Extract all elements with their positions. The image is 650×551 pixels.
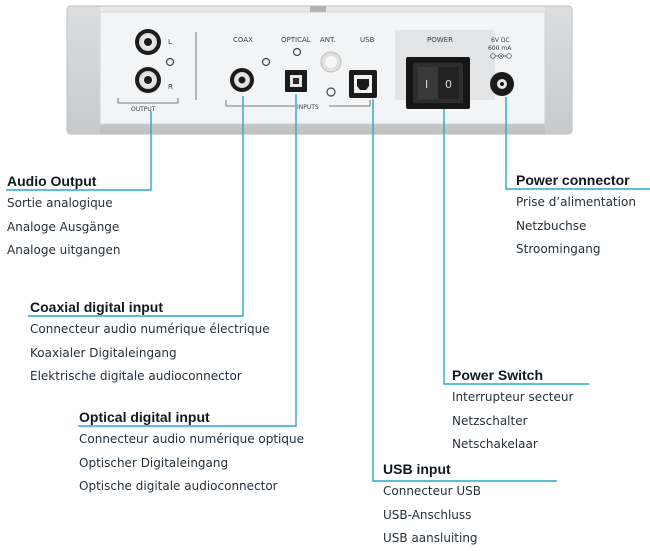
callout-line-nl: Stroomingang xyxy=(516,242,601,256)
callout-title: Coaxial digital input xyxy=(30,299,164,315)
callout-line-nl: Elektrische digitale audioconnector xyxy=(30,369,242,383)
label-dc-current: 600 mA xyxy=(488,45,512,52)
callout-line-de: Koaxialer Digitaleingang xyxy=(30,345,177,360)
callout-power-connector: Power connector Prise d’alimentation Net… xyxy=(516,171,636,262)
callout-line-nl: USB aansluiting xyxy=(383,531,478,545)
callout-line-de: Netzbuchse xyxy=(516,218,587,233)
callout-title: Power Switch xyxy=(452,367,544,383)
rca-right-jack xyxy=(135,67,161,93)
label-output: OUTPUT xyxy=(131,106,156,113)
antenna-connector xyxy=(320,51,342,73)
label-l: L xyxy=(168,38,172,46)
leader-audio-output xyxy=(6,111,152,191)
leader-optical xyxy=(78,94,297,427)
power-switch: I 0 xyxy=(406,57,470,109)
callout-usb: USB input Connecteur USB USB-Anschluss U… xyxy=(383,460,481,551)
switch-off-mark: 0 xyxy=(445,78,452,91)
callout-line-fr: Connecteur USB xyxy=(383,484,481,498)
optical-jack xyxy=(285,70,307,92)
callout-title: USB input xyxy=(383,461,451,477)
leader-coaxial xyxy=(28,96,244,317)
dc-polarity-symbol xyxy=(490,53,512,59)
leader-power-connector xyxy=(505,97,650,190)
callout-line-de: Analoge Ausgänge xyxy=(7,219,120,234)
callout-line-de: Optischer Digitaleingang xyxy=(79,455,229,470)
leader-usb xyxy=(372,99,557,482)
callout-title: Power connector xyxy=(516,172,630,188)
callout-line-de: USB-Anschluss xyxy=(383,507,472,522)
callout-audio-output: Audio Output Sortie analogique Analoge A… xyxy=(7,172,120,263)
label-power: POWER xyxy=(427,36,453,44)
callout-line-fr: Connecteur audio numérique électrique xyxy=(30,322,270,336)
label-ant: ANT. xyxy=(320,36,336,44)
label-dc-voltage: 6V DC xyxy=(491,37,510,44)
callout-optical: Optical digital input Connecteur audio n… xyxy=(79,408,304,499)
led-indicator xyxy=(165,57,175,67)
label-usb: USB xyxy=(360,36,375,44)
callout-line-fr: Connecteur audio numérique optique xyxy=(79,432,304,446)
label-optical: OPTICAL xyxy=(281,36,311,44)
callout-line-fr: Prise d’alimentation xyxy=(516,195,636,209)
label-coax: COAX xyxy=(233,36,253,44)
usb-port xyxy=(349,70,377,98)
callout-coaxial: Coaxial digital input Connecteur audio n… xyxy=(30,298,270,389)
rca-left-jack xyxy=(135,29,161,55)
callout-line-fr: Interrupteur secteur xyxy=(452,390,574,404)
label-inputs: INPUTS xyxy=(297,104,319,111)
label-r: R xyxy=(168,83,173,91)
callout-title: Optical digital input xyxy=(79,409,210,425)
callout-power-switch: Power Switch Interrupteur secteur Netzsc… xyxy=(452,366,573,457)
callout-line-nl: Analoge uitgangen xyxy=(7,243,121,257)
dc-power-jack xyxy=(490,72,514,96)
leader-power-switch xyxy=(443,109,589,385)
coax-jack xyxy=(230,68,254,92)
callout-line-nl: Netschakelaar xyxy=(452,437,538,451)
callout-line-de: Netzschalter xyxy=(452,413,528,428)
callout-line-nl: Optische digitale audioconnector xyxy=(79,479,278,493)
switch-on-mark: I xyxy=(425,78,428,91)
callout-title: Audio Output xyxy=(7,173,97,189)
callout-line-fr: Sortie analogique xyxy=(7,196,113,210)
